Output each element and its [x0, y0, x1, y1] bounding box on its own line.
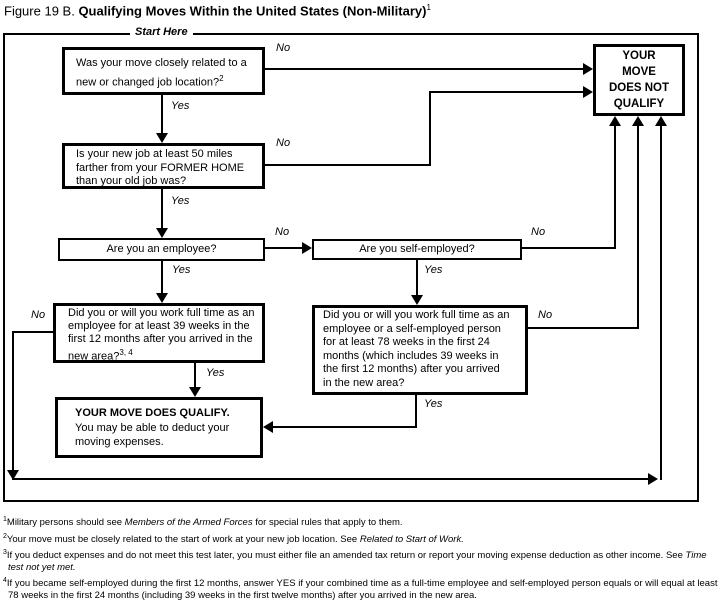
arrowhead-down-icon — [156, 293, 168, 303]
arrowhead-down-icon — [411, 295, 423, 305]
figure-title: Figure 19 B. Qualifying Moves Within the… — [4, 3, 431, 18]
yes-label: Yes — [170, 264, 193, 276]
connector-q2-yes — [161, 189, 163, 229]
figure-number: Figure 19 B. — [4, 3, 79, 19]
connector-q4-no — [614, 125, 616, 249]
connector-q1-no — [265, 68, 585, 70]
arrowhead-down-icon — [156, 228, 168, 238]
connector-q2-no — [429, 91, 431, 166]
figure-title-text: Qualifying Moves Within the United State… — [78, 3, 427, 19]
connector-q5-no — [12, 331, 14, 471]
arrowhead-down-icon — [7, 470, 19, 480]
box-text-line: Was your move closely related to a — [76, 57, 247, 69]
yes-label: Yes — [169, 100, 192, 112]
no-label: No — [29, 309, 48, 321]
connector-q2-no — [265, 164, 431, 166]
arrowhead-right-icon — [302, 242, 312, 254]
connector-q6-yes — [272, 426, 416, 428]
arrowhead-down-icon — [189, 387, 201, 397]
connector-q5-yes — [194, 363, 196, 388]
question-box-job-location: Was your move closely related to a new o… — [62, 47, 265, 95]
arrowhead-up-icon — [609, 116, 621, 126]
no-label: No — [273, 226, 292, 238]
arrowhead-up-icon — [655, 116, 667, 126]
question-box-78-weeks: Did you or will you work full time as an… — [312, 305, 528, 395]
arrowhead-right-icon — [583, 86, 593, 98]
connector-bottom — [12, 478, 650, 480]
connector-bottom-up — [660, 125, 662, 480]
footnote-ref-2: 2 — [219, 74, 224, 83]
connector-q6-no — [637, 125, 639, 329]
connector-q4-yes — [416, 260, 418, 296]
arrowhead-down-icon — [156, 133, 168, 143]
footnote-4: 4If you became self-employed during the … — [3, 577, 718, 602]
arrowhead-left-icon — [263, 421, 273, 433]
box-text-line: new or changed job location?2 — [76, 74, 224, 89]
connector-q4-no — [522, 247, 616, 249]
arrowhead-right-icon — [648, 473, 658, 485]
no-label: No — [274, 42, 293, 54]
connector-q6-no — [528, 327, 638, 329]
result-box-does-not-qualify: YOUR MOVE DOES NOT QUALIFY — [593, 44, 685, 116]
result-box-does-qualify: YOUR MOVE DOES QUALIFY. You may be able … — [55, 397, 263, 458]
flowchart-border — [3, 33, 699, 502]
connector-q2-no — [429, 91, 585, 93]
yes-label: Yes — [204, 367, 227, 379]
connector-q3-yes — [161, 261, 163, 294]
connector-q6-yes — [415, 395, 417, 428]
yes-label: Yes — [422, 264, 445, 276]
no-label: No — [274, 137, 293, 149]
question-box-39-weeks: Did you or will you work full time as an… — [53, 303, 265, 363]
connector-q5-no — [12, 331, 54, 333]
footnote-ref-3-4: 3, 4 — [119, 348, 133, 357]
arrowhead-right-icon — [583, 63, 593, 75]
question-box-self-employed: Are you self-employed? — [312, 239, 522, 260]
footnote-3: 3If you deduct expenses and do not meet … — [3, 549, 707, 573]
footnotes: 1Military persons should see Members of … — [3, 514, 719, 604]
no-label: No — [536, 309, 555, 321]
footnote-2: 2Your move must be closely related to th… — [3, 532, 464, 545]
title-footnote-ref: 1 — [426, 3, 431, 12]
yes-label: Yes — [422, 398, 445, 410]
connector-q1-yes — [161, 95, 163, 134]
question-box-50-miles: Is your new job at least 50 miles farthe… — [62, 143, 265, 189]
start-here-label: Start Here — [130, 26, 193, 38]
yes-label: Yes — [169, 195, 192, 207]
footnote-1: 1Military persons should see Members of … — [3, 516, 403, 529]
connector-q3-no — [265, 247, 303, 249]
no-label: No — [529, 226, 548, 238]
question-box-employee: Are you an employee? — [58, 238, 265, 261]
arrowhead-up-icon — [632, 116, 644, 126]
